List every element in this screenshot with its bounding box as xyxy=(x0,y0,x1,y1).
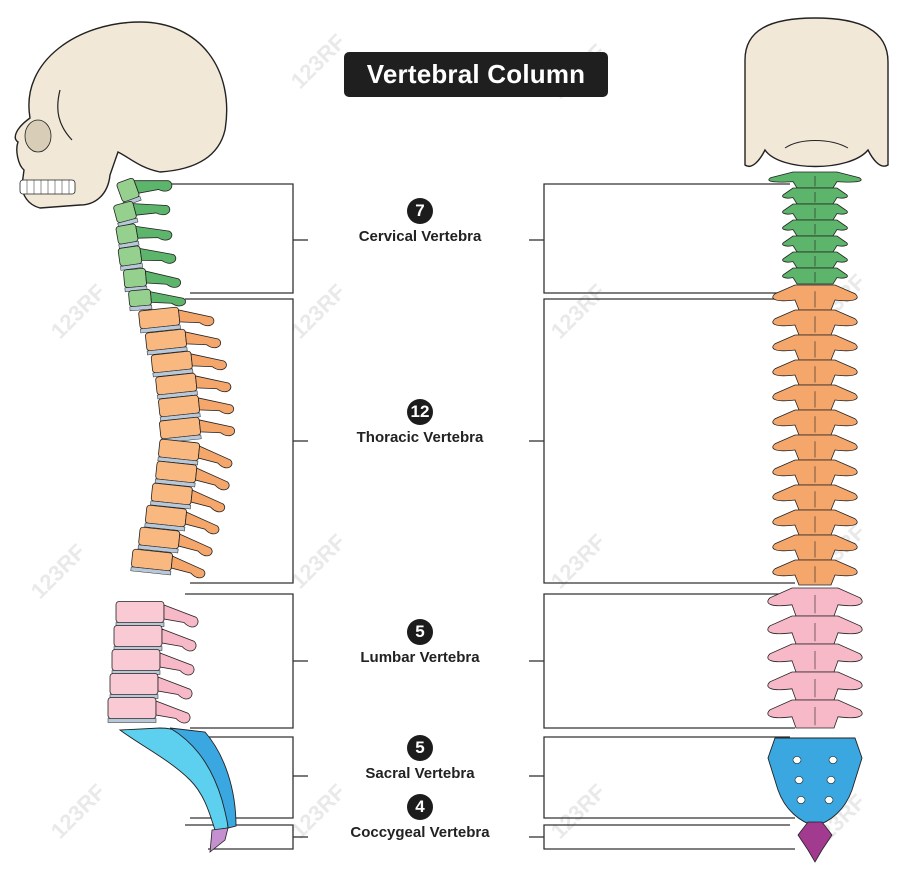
bracket-right-sacral xyxy=(543,736,795,819)
spinous-process-thoracic xyxy=(195,467,230,491)
count-badge-cervical: 7 xyxy=(407,198,433,224)
spinous-process-thoracic xyxy=(195,375,232,393)
label-text-sacral: Sacral Vertebra xyxy=(365,765,475,782)
sacral-foramen xyxy=(828,756,838,764)
sacral-foramen xyxy=(824,796,834,804)
watermark-text: 123RF xyxy=(286,279,350,343)
skull-side-icon xyxy=(14,21,228,209)
teeth-icon xyxy=(19,179,76,195)
spinous-process-thoracic xyxy=(184,331,222,349)
sacral-foramen xyxy=(796,796,806,804)
spinous-process-thoracic xyxy=(197,445,233,469)
vertebra-body-lumbar xyxy=(107,697,157,719)
vertebra-body-cervical xyxy=(117,245,143,267)
label-thoracic: 12 Thoracic Vertebra xyxy=(320,399,520,446)
label-text-cervical: Cervical Vertebra xyxy=(358,228,482,245)
back-view-spine xyxy=(744,17,889,863)
label-text-thoracic: Thoracic Vertebra xyxy=(356,429,484,446)
spinous-process-thoracic xyxy=(184,511,220,535)
spinous-process-cervical xyxy=(135,225,173,241)
watermark-text: 123RF xyxy=(286,529,350,593)
vertebra-body-lumbar xyxy=(113,625,163,647)
sacrum-crest-icon xyxy=(169,727,237,829)
vertebra-body-cervical xyxy=(123,267,147,289)
vertebra-body-lumbar xyxy=(115,601,165,623)
label-text-lumbar: Lumbar Vertebra xyxy=(360,649,480,666)
bracket-right-cervical xyxy=(543,183,795,294)
skull-suture-line xyxy=(57,89,73,141)
bracket-left-cervical xyxy=(150,183,294,294)
disc-thoracic xyxy=(144,522,186,532)
label-brackets xyxy=(150,183,795,850)
label-sacral: 5 Sacral Vertebra xyxy=(320,735,520,782)
watermark-text: 123RF xyxy=(546,529,610,593)
label-coccygeal: 4 Coccygeal Vertebra xyxy=(320,794,520,841)
disc-thoracic xyxy=(137,544,179,554)
vertebra-body-cervical xyxy=(115,223,139,245)
disc-lumbar xyxy=(107,718,157,723)
bracket-left-sacral xyxy=(185,736,294,819)
disc-thoracic xyxy=(130,566,172,576)
spinous-process-thoracic xyxy=(197,397,235,415)
vertebra-body-lumbar xyxy=(111,649,161,671)
spinous-process-cervical xyxy=(132,203,171,216)
spinous-process-cervical xyxy=(150,291,186,307)
count-badge-lumbar: 5 xyxy=(407,619,433,645)
spinous-process-cervical xyxy=(133,180,173,194)
spinous-process-thoracic xyxy=(190,353,227,371)
spinous-process-cervical xyxy=(144,270,182,288)
spinous-process-lumbar xyxy=(161,628,197,652)
eye-socket-icon xyxy=(24,119,52,153)
bracket-right-lumbar xyxy=(543,593,795,729)
spinous-process-lumbar xyxy=(159,652,195,676)
sacral-foramen xyxy=(794,776,804,784)
spinous-process-thoracic xyxy=(198,419,236,437)
bracket-left-coccygeal xyxy=(185,824,294,850)
disc-thoracic xyxy=(146,346,188,356)
sacral-foramen xyxy=(826,776,836,784)
disc-thoracic xyxy=(150,500,192,510)
count-badge-coccygeal: 4 xyxy=(407,794,433,820)
spinous-process-lumbar xyxy=(155,700,191,724)
spinous-process-thoracic xyxy=(178,309,215,327)
sacral-foramen xyxy=(792,756,802,764)
side-view-spine xyxy=(14,21,237,853)
skull-base-line xyxy=(784,140,849,149)
spinous-process-thoracic xyxy=(178,533,213,557)
coccyx-back-icon xyxy=(797,821,833,863)
count-badge-thoracic: 12 xyxy=(407,399,433,425)
label-cervical: 7 Cervical Vertebra xyxy=(320,198,520,245)
spinous-process-thoracic xyxy=(170,555,206,579)
skull-back-icon xyxy=(744,17,889,168)
spinous-process-cervical xyxy=(139,248,177,264)
watermark-text: 123RF xyxy=(46,779,110,843)
vertebra-body-cervical xyxy=(128,288,152,308)
disc-cervical xyxy=(129,304,153,312)
diagram-title: Vertebral Column xyxy=(344,52,608,97)
disc-thoracic xyxy=(140,324,181,334)
label-text-coccygeal: Coccygeal Vertebra xyxy=(350,824,490,841)
label-lumbar: 5 Lumbar Vertebra xyxy=(320,619,520,666)
watermark-text: 123RF xyxy=(26,539,90,603)
vertebra-body-lumbar xyxy=(109,673,159,695)
count-badge-sacral: 5 xyxy=(407,735,433,761)
bracket-right-coccygeal xyxy=(543,824,795,850)
spinous-process-lumbar xyxy=(163,604,199,628)
bracket-left-lumbar xyxy=(185,593,294,729)
watermark-text: 123RF xyxy=(46,279,110,343)
spinous-process-lumbar xyxy=(157,676,193,700)
watermark-text: 123RF xyxy=(546,779,610,843)
coccyx-side-icon xyxy=(209,827,229,853)
spinous-process-thoracic xyxy=(190,489,226,513)
watermark-text: 123RF xyxy=(286,29,350,93)
watermark-text: 123RF xyxy=(546,279,610,343)
